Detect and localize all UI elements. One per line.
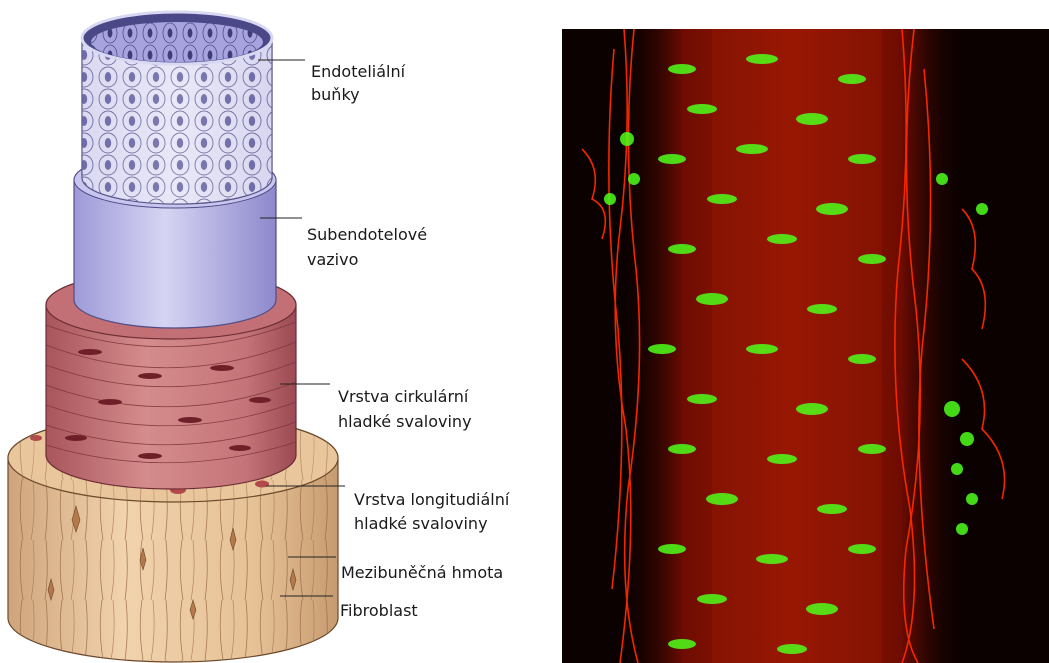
label-circular-muscle-line1: Vrstva cirkulární <box>338 386 468 408</box>
label-endothelial-cells-line2: buňky <box>311 84 360 106</box>
label-subendothelial-line2: vazivo <box>307 249 358 271</box>
label-longitudinal-muscle-line2: hladké svaloviny <box>354 513 488 535</box>
fluorescence-micrograph <box>562 29 1049 663</box>
label-endothelial-cells-line1: Endoteliální <box>311 61 405 83</box>
label-circular-muscle-line2: hladké svaloviny <box>338 411 472 433</box>
label-subendothelial-line1: Subendotelové <box>307 224 427 246</box>
label-extracellular-matrix: Mezibuněčná hmota <box>341 562 503 584</box>
label-longitudinal-muscle-line1: Vrstva longitudiální <box>354 489 509 511</box>
endothelial-layer <box>82 12 272 204</box>
label-fibroblast: Fibroblast <box>340 600 418 622</box>
